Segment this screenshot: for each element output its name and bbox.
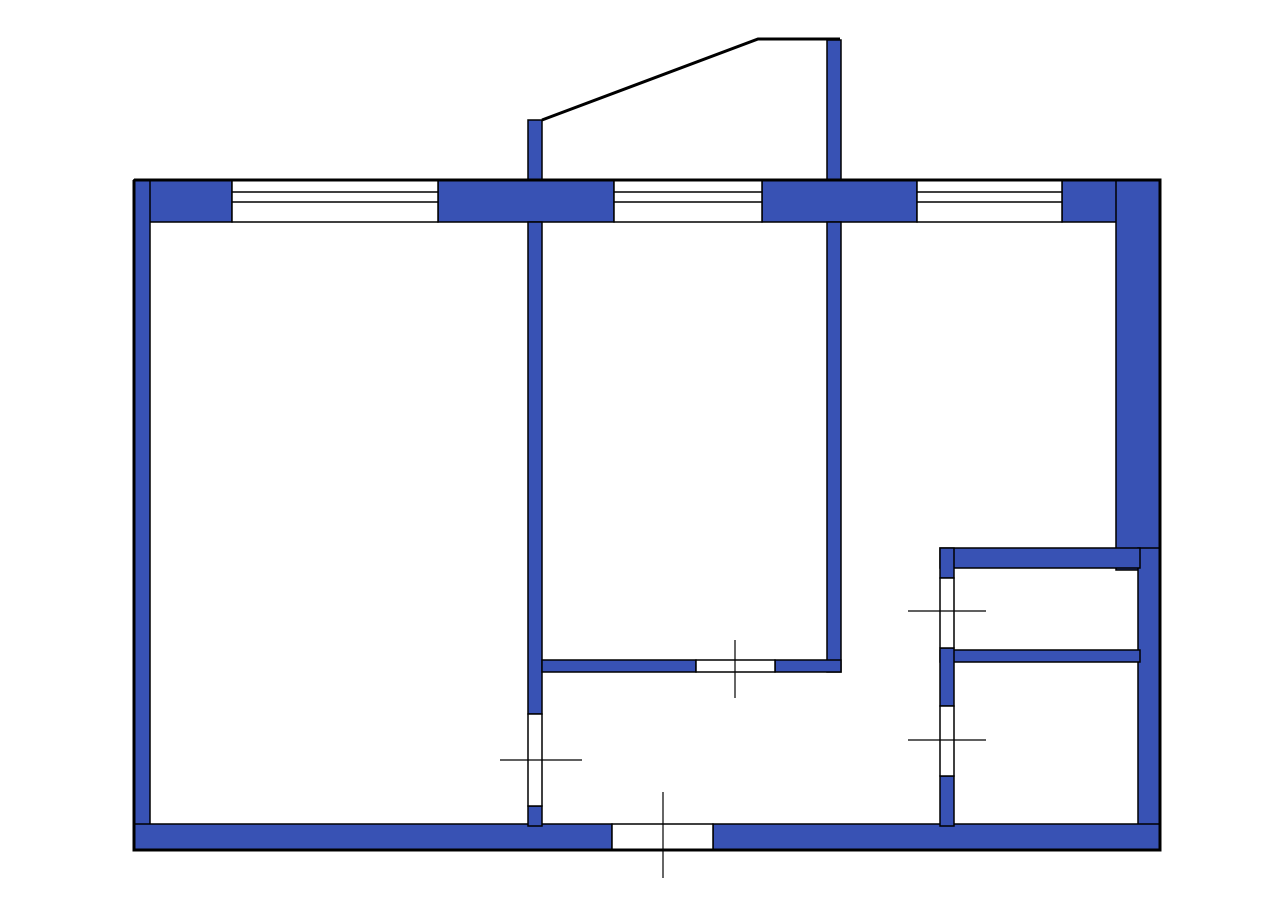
wall-right bbox=[1115, 179, 1161, 571]
balcony bbox=[527, 37, 842, 183]
balcony-railing bbox=[541, 37, 840, 122]
wall-small-rooms-left-c bbox=[939, 775, 955, 827]
wall-middle-room-right bbox=[826, 221, 842, 673]
wall-right-lower bbox=[1137, 547, 1161, 851]
balcony-wall-right bbox=[826, 39, 842, 183]
window-middle bbox=[613, 179, 763, 223]
door-left-room bbox=[500, 713, 582, 807]
wall-middle-room-bottom-left bbox=[541, 659, 697, 673]
wall-bottom-left bbox=[133, 823, 613, 851]
wall-left bbox=[133, 179, 151, 851]
door-middle-room bbox=[695, 640, 776, 698]
balcony-wall-left bbox=[527, 119, 543, 183]
wall-left-partition-upper bbox=[527, 221, 543, 715]
interior-walls bbox=[527, 221, 1141, 827]
wall-middle-room-bottom-right bbox=[774, 659, 842, 673]
window-right bbox=[916, 179, 1063, 223]
wall-top-middle-left bbox=[437, 179, 615, 223]
outer-outline bbox=[132, 178, 1162, 852]
door-small-room-upper bbox=[908, 577, 986, 649]
door-small-room-lower bbox=[908, 705, 986, 777]
wall-top-middle-right bbox=[761, 179, 918, 223]
outer-walls bbox=[133, 179, 1161, 851]
wall-right-room-bottom bbox=[939, 547, 1141, 569]
doors bbox=[500, 577, 986, 878]
wall-left-partition-lower bbox=[527, 805, 543, 827]
wall-small-rooms-divider bbox=[939, 649, 1141, 663]
wall-small-rooms-left-b bbox=[939, 647, 955, 707]
windows bbox=[231, 179, 1063, 223]
window-left bbox=[231, 179, 439, 223]
wall-bottom-right bbox=[712, 823, 1161, 851]
wall-small-rooms-left-a bbox=[939, 547, 955, 579]
door-entrance bbox=[611, 792, 714, 878]
